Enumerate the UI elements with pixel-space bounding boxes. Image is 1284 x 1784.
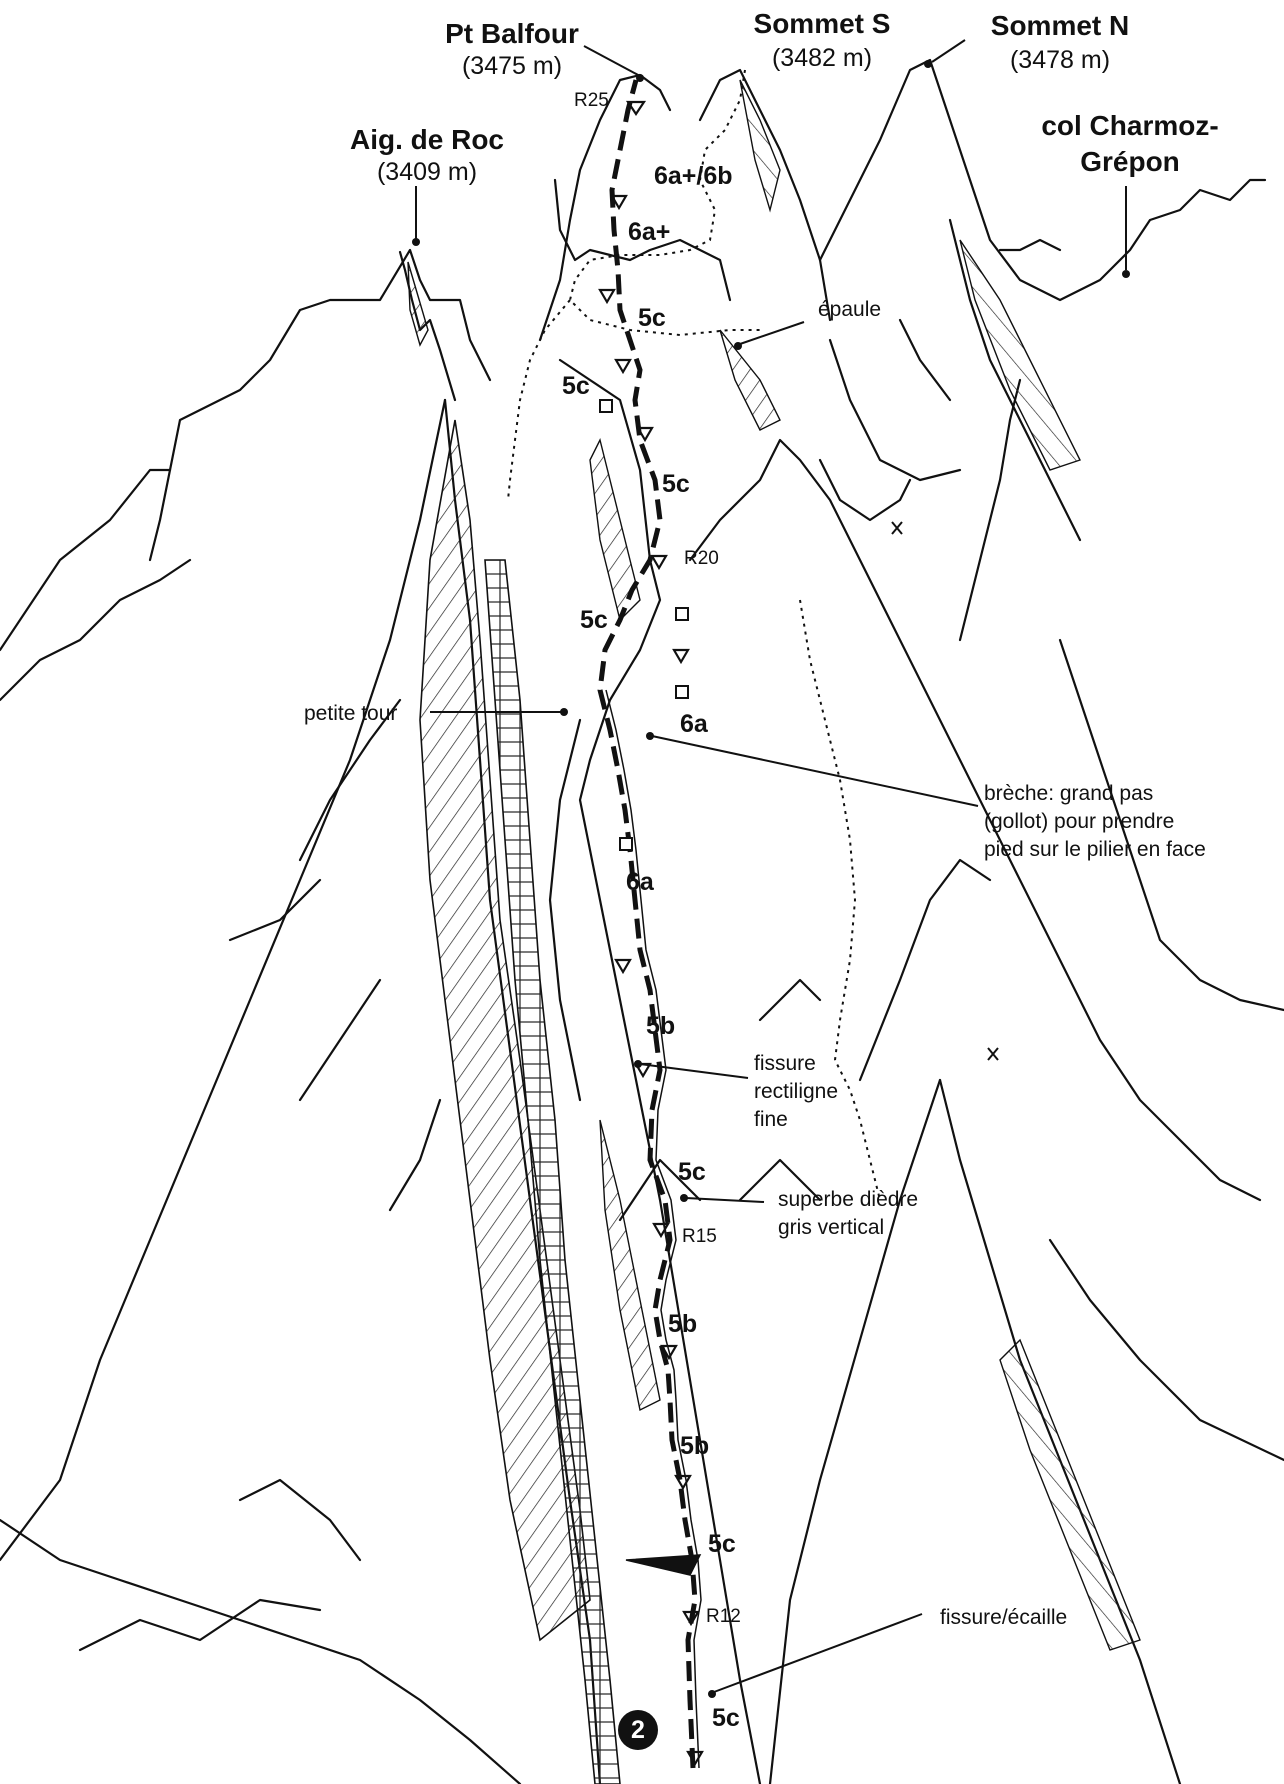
relay-label-r20: R20 — [684, 548, 719, 569]
col-name-line2: Grépon — [1080, 146, 1180, 177]
peak-altitude-sommet-s: (3482 m) — [771, 44, 873, 72]
note-fissure-rectiligne-line1: fissure — [754, 1052, 816, 1075]
grade-pitch-6a-plus-6b: 6a+/6b — [654, 162, 733, 190]
piton-square-icon — [599, 399, 613, 413]
relay-label-r12: R12 — [706, 1606, 741, 1627]
peak-name-pt-balfour: Pt Balfour — [445, 18, 579, 49]
note-diedre-line2: gris vertical — [778, 1216, 885, 1239]
dot-pointer-icon — [680, 1194, 688, 1202]
lower-right-hatched-face — [999, 1338, 1141, 1651]
peak-altitude-sommet-n: (3478 m) — [1009, 46, 1111, 74]
overhang-roof — [625, 1554, 702, 1576]
pointer-balfour — [583, 45, 641, 77]
relay-triangle-icon — [614, 358, 632, 375]
cross-mark-icon — [987, 1047, 999, 1061]
relay-triangle-icon — [625, 100, 647, 116]
right-buttress-outline — [938, 1078, 1182, 1784]
relay-triangle-icon — [652, 1222, 670, 1239]
sommet-n-outline — [818, 58, 1267, 302]
relay-triangle-icon — [686, 1750, 704, 1767]
relay-triangle-icon — [682, 1610, 700, 1627]
left-ridge-outline — [0, 248, 492, 652]
peak-name-sommet-n: Sommet N — [990, 10, 1130, 41]
sommet-s-hatched-face — [739, 79, 781, 213]
relay-triangle-icon — [614, 958, 632, 975]
dot-pointer-icon — [636, 74, 644, 82]
note-breche-line3: pied sur le pilier en face — [984, 838, 1206, 861]
note-petite-tour: petite tour — [304, 702, 398, 725]
mid-face-hatched — [719, 329, 781, 431]
dot-pointer-icon — [708, 1690, 716, 1698]
piton-square-icon — [675, 607, 689, 621]
peak-altitude-pt-balfour: (3475 m) — [461, 52, 563, 80]
aig-de-roc-hatched-face — [407, 261, 429, 347]
pointer-sommet-n — [931, 39, 966, 63]
relay-label-r15: R15 — [682, 1226, 717, 1247]
grade-pitch-5c-b: 5c — [562, 372, 590, 400]
note-fissure-ecaille: fissure/écaille — [940, 1606, 1068, 1629]
grade-pitch-5c-a: 5c — [638, 304, 666, 332]
grade-pitch-5b-c: 5b — [680, 1432, 710, 1460]
grade-pitch-5c-c: 5c — [662, 470, 690, 498]
dot-pointer-icon — [412, 238, 420, 246]
lower-pillar-hatched-face — [599, 1119, 661, 1412]
pointer-fissure-ecaille — [713, 1613, 923, 1693]
piton-square-icon — [675, 685, 689, 699]
col-name-line1: col Charmoz- — [1041, 110, 1219, 141]
peak-name-sommet-s: Sommet S — [753, 8, 891, 39]
grade-pitch-5c-g: 5c — [712, 1704, 740, 1732]
right-dotted-variant — [799, 599, 881, 1201]
relay-triangle-icon — [674, 1474, 692, 1491]
sommet-s-outline — [698, 68, 832, 322]
relay-triangle-icon — [610, 194, 628, 211]
dot-pointer-icon — [1122, 270, 1130, 278]
relay-triangle-icon — [636, 426, 654, 443]
note-fissure-rectiligne-line2: rectiligne — [754, 1080, 839, 1103]
grade-pitch-6a-plus: 6a+ — [628, 218, 671, 246]
relay-triangle-icon — [598, 288, 616, 305]
grade-pitch-5b-b: 5b — [668, 1310, 698, 1338]
left-dotted-traverse — [507, 299, 571, 501]
grade-pitch-5b-a: 5b — [646, 1012, 676, 1040]
relay-triangle-icon — [650, 554, 668, 571]
route-number-badge: 2 — [618, 1710, 658, 1750]
grade-pitch-5c-e: 5c — [678, 1158, 706, 1186]
note-epaule: épaule — [818, 298, 882, 321]
dot-pointer-icon — [634, 1060, 642, 1068]
right-face-hatched — [959, 239, 1081, 471]
chimney-brick-strip — [484, 559, 621, 1784]
relay-triangle-icon — [672, 648, 690, 665]
relay-label-r25: R25 — [574, 90, 609, 111]
grade-pitch-6a-b: 6a — [626, 868, 654, 896]
grade-pitch-6a-a: 6a — [680, 710, 708, 738]
cross-mark-icon — [891, 521, 903, 535]
peak-altitude-aig-de-roc: (3409 m) — [376, 158, 478, 186]
note-breche-line2: (gollot) pour prendre — [984, 810, 1175, 833]
dot-pointer-icon — [734, 342, 742, 350]
pointer-diedre — [685, 1197, 765, 1203]
grade-pitch-5c-d: 5c — [580, 606, 608, 634]
descent-dotted-route — [568, 69, 760, 337]
note-fissure-rectiligne-line3: fine — [754, 1108, 788, 1131]
note-diedre-line1: superbe dièdre — [778, 1188, 919, 1211]
central-pillar-outline — [538, 73, 672, 342]
peak-name-aig-de-roc: Aig. de Roc — [349, 124, 505, 155]
pointer-breche — [651, 735, 979, 807]
main-route-thin-line — [605, 689, 702, 1769]
piton-square-icon — [619, 837, 633, 851]
main-route-line — [597, 79, 698, 1769]
dot-pointer-icon — [560, 708, 568, 716]
relay-triangle-icon — [660, 1344, 678, 1361]
dot-pointer-icon — [646, 732, 654, 740]
dot-pointer-icon — [924, 60, 932, 68]
grade-pitch-5c-f: 5c — [708, 1530, 736, 1558]
note-breche-line1: brèche: grand pas — [984, 782, 1154, 805]
pointer-fissure-rect — [639, 1063, 749, 1079]
pointer-epaule — [739, 321, 805, 345]
